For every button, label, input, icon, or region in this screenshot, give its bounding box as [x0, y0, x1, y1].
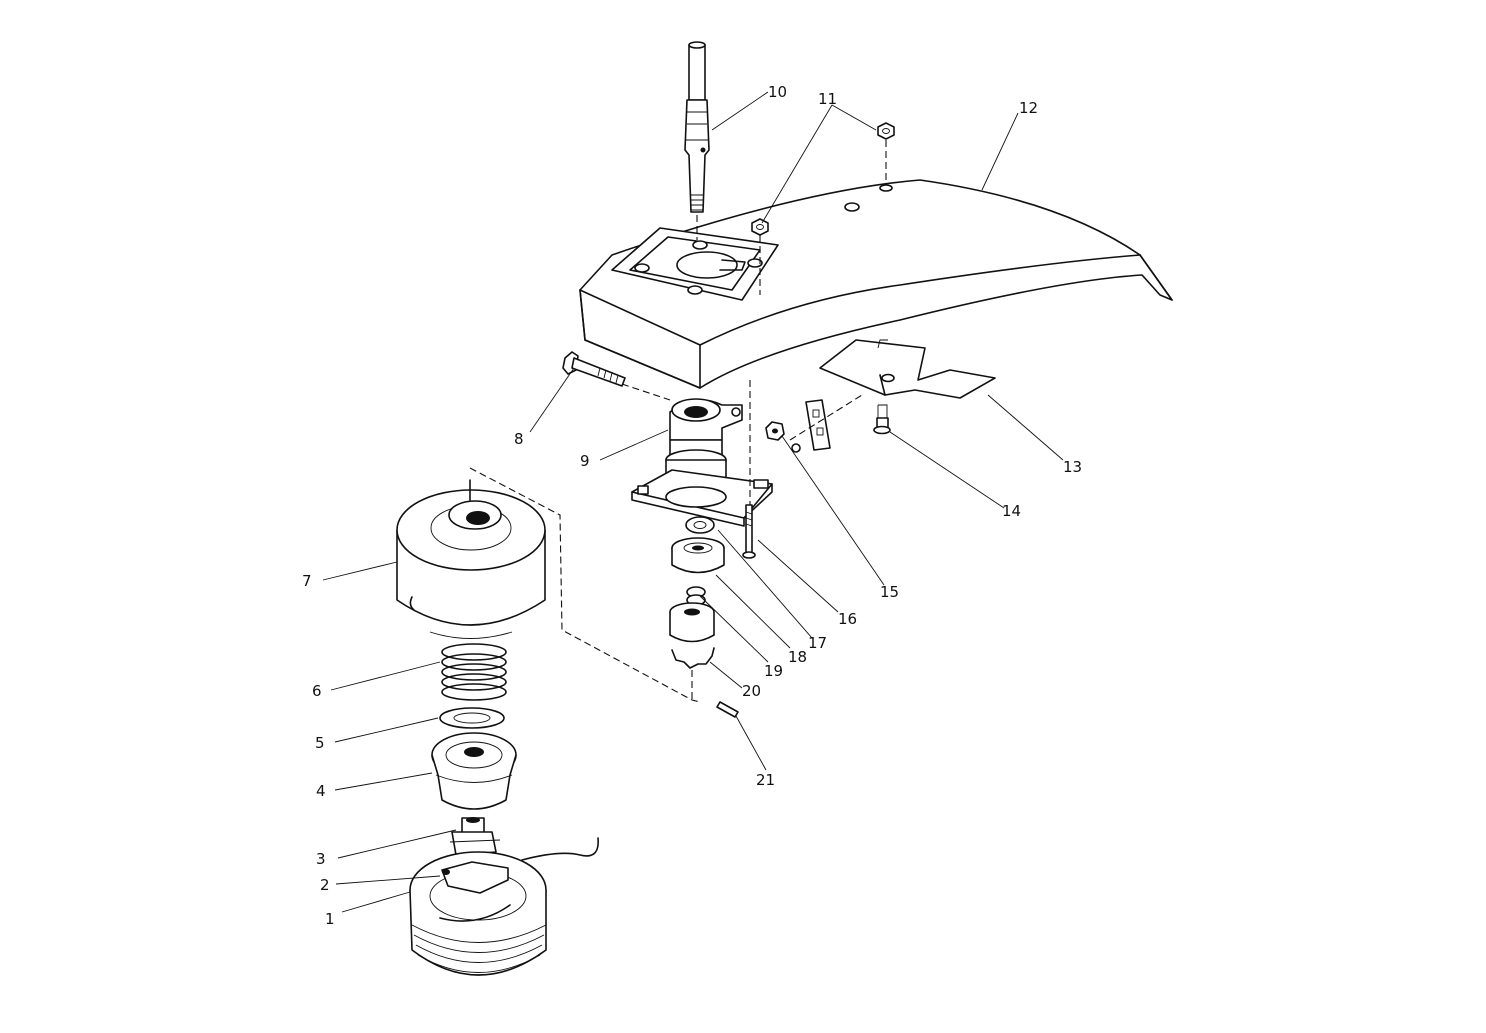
callout-21: 21: [756, 771, 775, 789]
part-15-nut: [765, 421, 785, 441]
callout-13: 13: [1063, 458, 1082, 476]
callout-11: 11: [818, 90, 837, 108]
part-14-screw: [873, 404, 891, 435]
callout-10: 10: [768, 83, 787, 101]
callout-4: 4: [316, 782, 326, 800]
part-18-bearing: [671, 537, 725, 574]
callout-7: 7: [302, 572, 312, 590]
part-17-washer: [685, 516, 715, 534]
part-1-outer-housing: [409, 837, 599, 976]
callout-5: 5: [315, 734, 325, 752]
part-8-bolt: [562, 351, 626, 387]
part-4-spool: [431, 732, 517, 810]
part-2-retainer: [441, 861, 509, 894]
callout-14: 14: [1002, 502, 1021, 520]
part-21-pin: [716, 701, 739, 718]
callout-17: 17: [808, 634, 827, 652]
callout-9: 9: [580, 452, 590, 470]
part-20-sprocket: [669, 602, 715, 669]
callout-12: 12: [1019, 99, 1038, 117]
part-5-washer: [439, 707, 505, 729]
callout-labels: 1 2 3 4 5 6 7 8 9 10 11 12 13 14 15 16 1…: [302, 83, 1082, 928]
part-13-bracket: [819, 339, 996, 399]
leader-lines: [322, 91, 1064, 913]
part-16-screw: [742, 504, 756, 559]
callout-2: 2: [320, 876, 330, 894]
callout-8: 8: [514, 430, 524, 448]
part-6-spring: [441, 643, 507, 701]
callout-18: 18: [788, 648, 807, 666]
callout-16: 16: [838, 610, 857, 628]
callout-6: 6: [312, 682, 322, 700]
part-11-nuts: [751, 122, 895, 236]
clip-plate: [791, 399, 831, 453]
part-7-cover: [396, 479, 546, 639]
callout-1: 1: [325, 910, 335, 928]
part-12-deflector: [579, 179, 1173, 389]
callout-20: 20: [742, 682, 761, 700]
callout-19: 19: [764, 662, 783, 680]
part-10-shaft: [684, 41, 710, 213]
alignment-lines: [469, 140, 887, 703]
part-9-housing: [631, 398, 773, 527]
part-3-hub: [449, 817, 501, 856]
callout-3: 3: [316, 850, 326, 868]
callout-15: 15: [880, 583, 899, 601]
